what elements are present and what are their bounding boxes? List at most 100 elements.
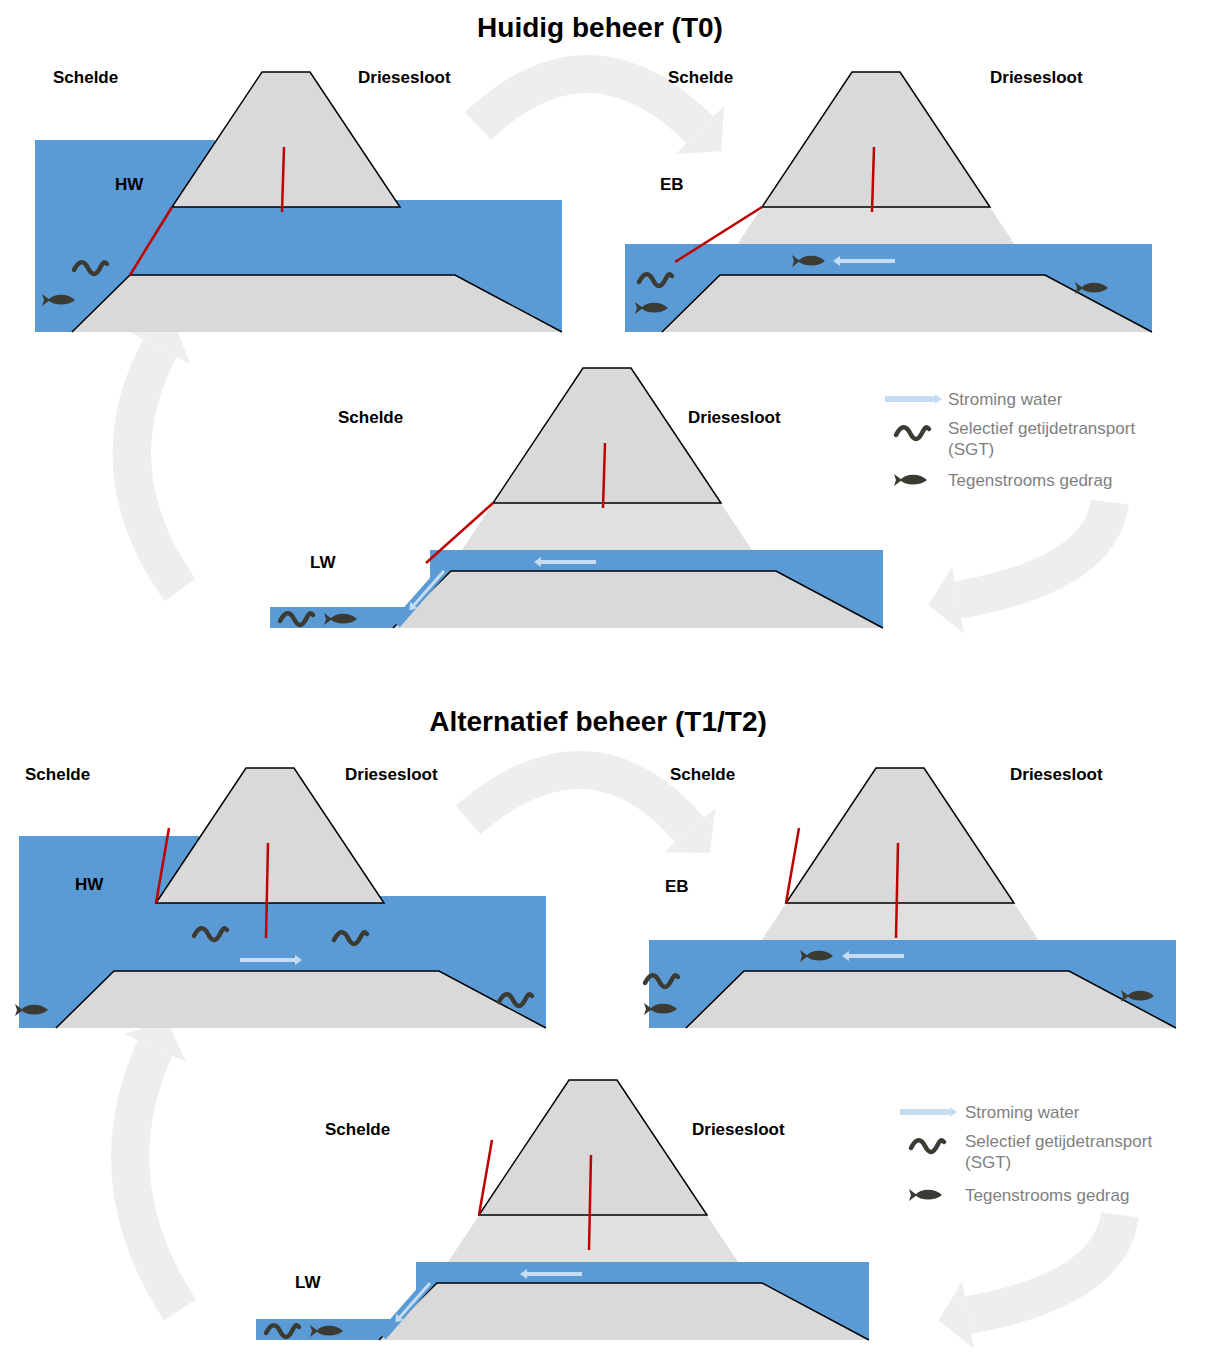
fish-body bbox=[806, 951, 833, 961]
fish-tail bbox=[792, 255, 800, 267]
fish-tail bbox=[310, 1325, 318, 1337]
dike-silhouette bbox=[448, 368, 766, 571]
dike-panel bbox=[15, 768, 546, 1028]
legend-text: Tegenstrooms gedrag bbox=[963, 1185, 1131, 1206]
fish-body bbox=[1081, 283, 1108, 293]
fish-body bbox=[650, 1004, 677, 1014]
eel-icon bbox=[499, 994, 532, 1006]
flow-arrow-head bbox=[409, 602, 417, 611]
fish-icon bbox=[1121, 990, 1154, 1002]
panel-label: HW bbox=[115, 175, 143, 195]
section-title: Huidig beheer (T0) bbox=[477, 12, 723, 44]
dike-base bbox=[379, 1283, 869, 1340]
fish-icon bbox=[894, 474, 927, 486]
cycle-arrow-body bbox=[468, 770, 690, 830]
cycle-arrow bbox=[938, 1215, 1120, 1348]
legend-sample bbox=[894, 474, 927, 486]
flow-arrow-head bbox=[295, 955, 302, 965]
dike-base bbox=[56, 971, 546, 1028]
fish-tail bbox=[635, 302, 643, 314]
fish-body bbox=[1127, 991, 1154, 1001]
section-title: Alternatief beheer (T1/T2) bbox=[429, 706, 767, 738]
fish-icon bbox=[800, 950, 833, 962]
eel-icon bbox=[896, 427, 929, 439]
panel-label: Schelde bbox=[325, 1120, 390, 1140]
dike-panel bbox=[625, 72, 1152, 332]
fish-tail bbox=[800, 950, 808, 962]
cycle-arrow-head bbox=[928, 567, 963, 634]
cycle-arrow bbox=[130, 322, 190, 590]
dike-top bbox=[493, 368, 721, 503]
flow-arrow-head bbox=[833, 256, 840, 266]
flow-arrow-line bbox=[900, 1109, 950, 1115]
fish-body bbox=[798, 256, 825, 266]
cycle-arrow-body bbox=[968, 1215, 1120, 1315]
dike-top bbox=[479, 1080, 707, 1215]
panel-label: HW bbox=[75, 875, 103, 895]
fish-body bbox=[915, 1190, 942, 1200]
fish-icon bbox=[909, 1189, 942, 1201]
panel-label: Schelde bbox=[670, 765, 735, 785]
panel-label: Schelde bbox=[25, 765, 90, 785]
cycle-arrow-head bbox=[938, 1282, 973, 1349]
legend-sample bbox=[885, 394, 942, 404]
legend-text: Selectief getijdetransport (SGT) bbox=[946, 418, 1165, 460]
fish-body bbox=[48, 295, 75, 305]
panel-label: Schelde bbox=[53, 68, 118, 88]
cycle-arrow-body bbox=[958, 502, 1110, 600]
flow-arrow-head bbox=[950, 1107, 957, 1117]
fish-icon bbox=[644, 1003, 677, 1015]
fish-body bbox=[641, 303, 668, 313]
cycle-arrow-body bbox=[132, 348, 180, 590]
flap-gate bbox=[426, 503, 493, 563]
cycle-arrow-head bbox=[676, 106, 724, 154]
fish-tail bbox=[1075, 282, 1083, 294]
slide-gate bbox=[266, 843, 268, 938]
outflow-water bbox=[396, 558, 454, 624]
fish-tail bbox=[1121, 990, 1129, 1002]
fish-body bbox=[316, 1326, 343, 1336]
panel-label: EB bbox=[660, 175, 684, 195]
water bbox=[649, 940, 1176, 1028]
eel-icon bbox=[194, 928, 227, 940]
eel-icon bbox=[911, 1140, 944, 1152]
fish-tail bbox=[909, 1189, 917, 1201]
dike-base bbox=[662, 275, 1152, 332]
water bbox=[625, 244, 1152, 332]
fish-icon bbox=[324, 613, 357, 625]
dike-top bbox=[156, 768, 384, 903]
eel-icon bbox=[280, 613, 313, 625]
panel-label: Schelde bbox=[668, 68, 733, 88]
fish-icon bbox=[310, 1325, 343, 1337]
fish-tail bbox=[42, 294, 50, 306]
fish-tail bbox=[15, 1004, 23, 1016]
panel-label: Driesesloot bbox=[990, 68, 1083, 88]
water bbox=[35, 200, 562, 332]
fish-icon bbox=[42, 294, 75, 306]
dike-panel bbox=[644, 768, 1176, 1028]
flap-gate bbox=[786, 828, 799, 903]
dike-top bbox=[786, 768, 1014, 903]
legend-sample bbox=[911, 1140, 944, 1152]
flap-gate bbox=[130, 207, 172, 275]
legend-text: Selectief getijdetransport (SGT) bbox=[963, 1131, 1182, 1173]
flow-arrow-head bbox=[935, 394, 942, 404]
dike-panel bbox=[35, 72, 562, 332]
slide-gate bbox=[603, 443, 605, 508]
flap-gate bbox=[156, 828, 169, 903]
cycle-arrow-body bbox=[478, 74, 700, 130]
outflow-water bbox=[382, 1270, 440, 1336]
dike-base-outline bbox=[393, 571, 883, 628]
legend-text: Stroming water bbox=[946, 389, 1064, 410]
dike-top bbox=[762, 72, 990, 207]
flow-arrow-line bbox=[541, 560, 596, 564]
slide-gate bbox=[589, 1155, 591, 1250]
panel-label: Driesesloot bbox=[345, 765, 438, 785]
panel-label: Driesesloot bbox=[358, 68, 451, 88]
panel-label: Driesesloot bbox=[692, 1120, 785, 1140]
dike-panel bbox=[270, 368, 883, 628]
dike-base bbox=[72, 275, 562, 332]
fish-tail bbox=[644, 1003, 652, 1015]
slide-gate bbox=[896, 843, 898, 938]
panel-label: EB bbox=[665, 877, 689, 897]
